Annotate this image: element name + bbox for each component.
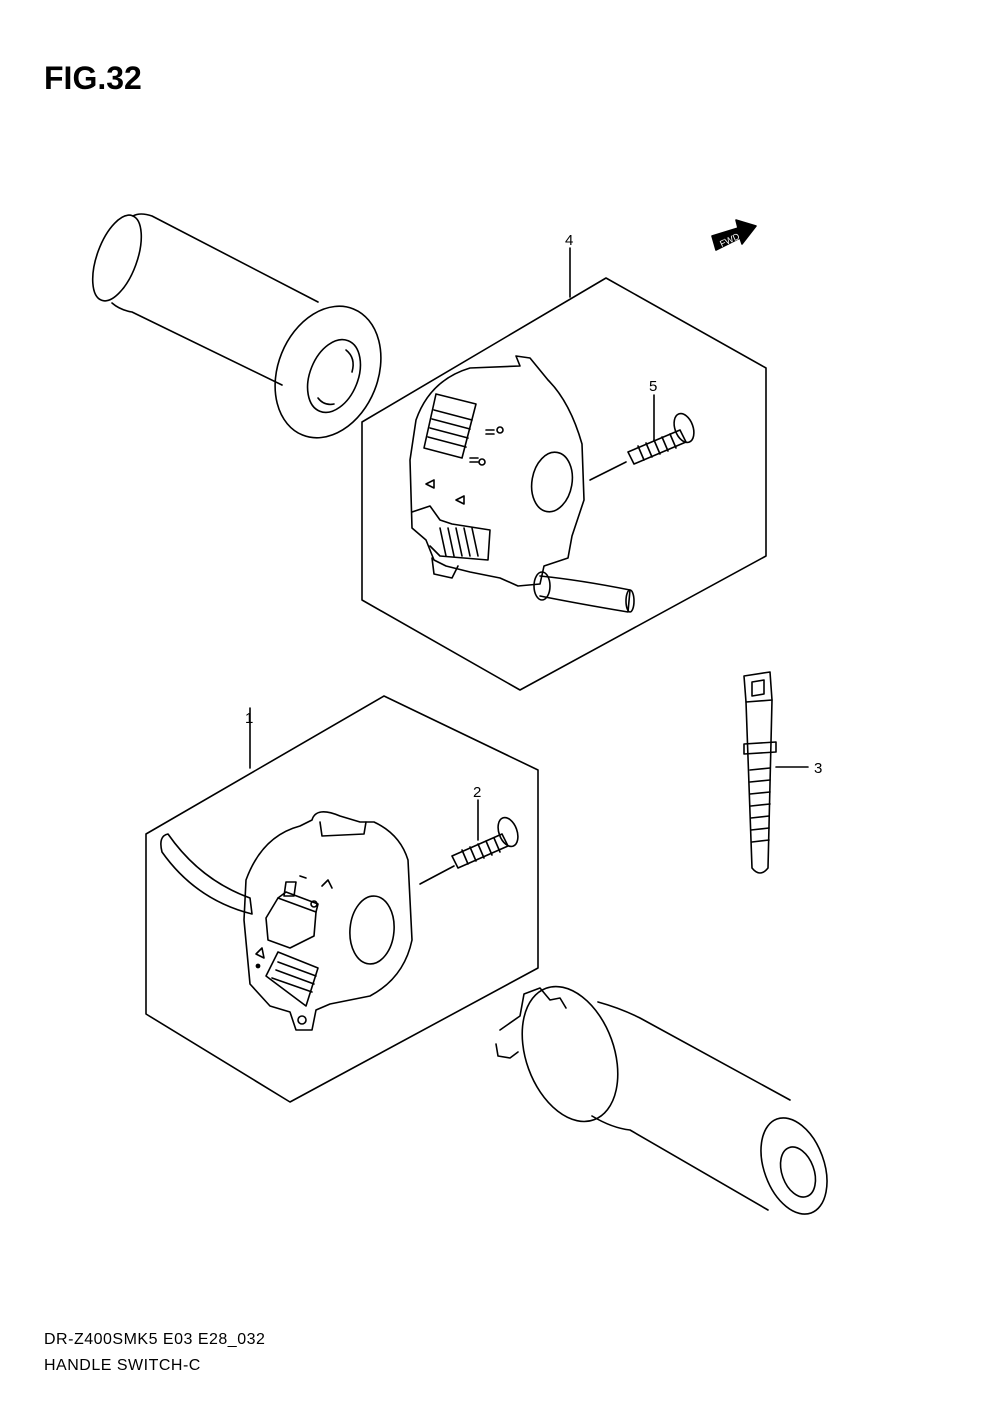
screw-2 [451,799,519,869]
callout-4: 4 [565,232,573,249]
callout-1: 1 [245,710,253,727]
cable-tie-3 [743,671,809,874]
throttle-grip [495,985,828,1215]
figure-title: FIG.32 [44,60,142,96]
left-grip [91,213,382,439]
figure-name: HANDLE SWITCH-C [44,1357,201,1374]
fwd-direction-icon: FWD [711,219,757,251]
callout-5: 5 [649,378,657,395]
figure-code: DR-Z400SMK5 E03 E28_032 [44,1331,266,1348]
callout-2: 2 [473,784,481,801]
callout-3: 3 [814,760,822,777]
left-switch-group [145,695,539,1103]
screw-5 [627,394,695,465]
right-switch-group [361,247,767,691]
